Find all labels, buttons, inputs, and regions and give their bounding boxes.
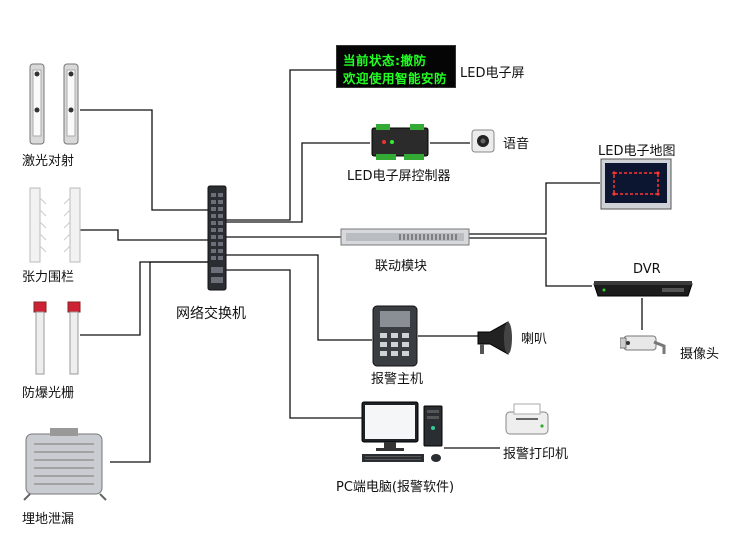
- led-controller-device: [371, 124, 429, 160]
- led-welcome-text: 欢迎使用智能安防: [343, 71, 448, 86]
- network-switch-device: [207, 185, 227, 291]
- camera-label: 摄像头: [680, 347, 720, 362]
- wire-led-controller: [226, 142, 370, 223]
- led-controller-label: LED电子屏控制器: [347, 169, 451, 184]
- explosion-grating-label: 防爆光栅: [22, 386, 75, 401]
- linkage-module-label: 联动模块: [375, 259, 428, 274]
- led-screen-label: LED电子屏: [460, 66, 525, 81]
- pc-device: [361, 401, 443, 462]
- alarm-host-label: 报警主机: [371, 372, 424, 387]
- led-status-text: 当前状态:撤防: [343, 53, 427, 68]
- alarm-printer-label: 报警打印机: [503, 447, 569, 462]
- horn-speaker-device: [477, 321, 512, 355]
- wire-alarm-host: [226, 254, 372, 341]
- speaker-label: 喇叭: [521, 332, 548, 347]
- wire-led-screen: [226, 69, 336, 221]
- buried-leak-device: [23, 428, 107, 501]
- dvr-device: [593, 281, 693, 297]
- alarm-host-device: [372, 305, 418, 367]
- network-switch-label: 网络交换机: [176, 306, 246, 322]
- voice-speaker-device: [471, 129, 495, 153]
- alarm-printer-device: [505, 403, 549, 435]
- linkage-module-device: [340, 228, 470, 246]
- buried-leak-label: 埋地泄漏: [22, 512, 75, 527]
- tension-fence-label: 张力围栏: [22, 270, 75, 285]
- voice-label: 语音: [503, 137, 530, 152]
- laser-beam-label: 激光对射: [22, 154, 75, 169]
- pc-label: PC端电脑(报警软件): [336, 480, 455, 495]
- dvr-label: DVR: [633, 262, 661, 277]
- led-map-device: [600, 158, 672, 210]
- wire-buried-leak: [110, 261, 208, 463]
- wire-dvr: [468, 237, 592, 287]
- tension-fence-device: [29, 187, 81, 263]
- wire-explosion-grating: [80, 261, 208, 336]
- explosion-grating-device: [33, 301, 81, 375]
- wire-led-map: [468, 182, 600, 235]
- wire-laser-beam: [80, 109, 208, 211]
- wire-pc: [226, 269, 362, 419]
- led-screen: 当前状态:撤防 欢迎使用智能安防: [336, 45, 456, 88]
- wire-tension-fence: [78, 229, 208, 241]
- camera-device: [620, 335, 666, 354]
- led-map-label: LED电子地图: [598, 144, 676, 159]
- laser-beam-device: [29, 63, 79, 145]
